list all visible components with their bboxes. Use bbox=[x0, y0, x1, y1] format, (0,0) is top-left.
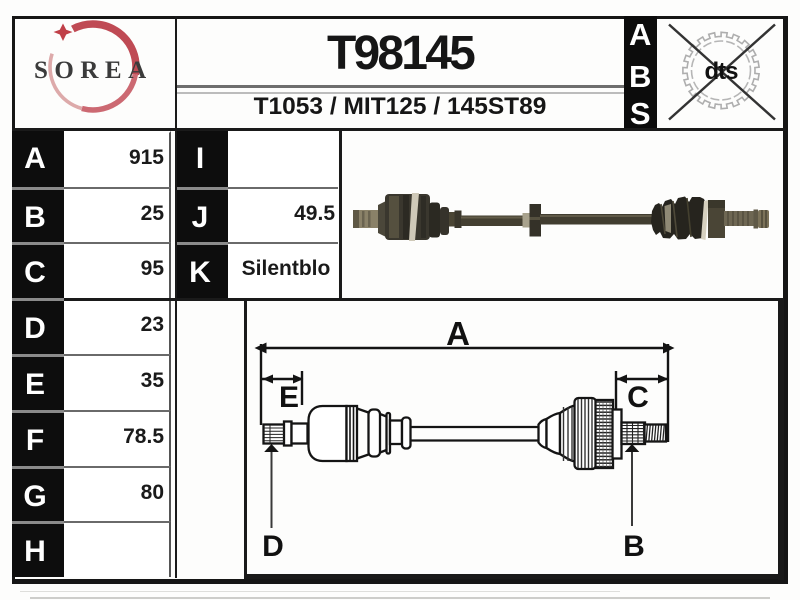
svg-text:C: C bbox=[627, 381, 649, 414]
svg-text:SOREA: SOREA bbox=[34, 57, 153, 84]
svg-text:A: A bbox=[446, 315, 470, 352]
svg-text:E: E bbox=[279, 381, 299, 414]
svg-text:D: D bbox=[262, 530, 284, 563]
svg-text:dts: dts bbox=[705, 58, 739, 85]
svg-text:B: B bbox=[623, 530, 645, 563]
